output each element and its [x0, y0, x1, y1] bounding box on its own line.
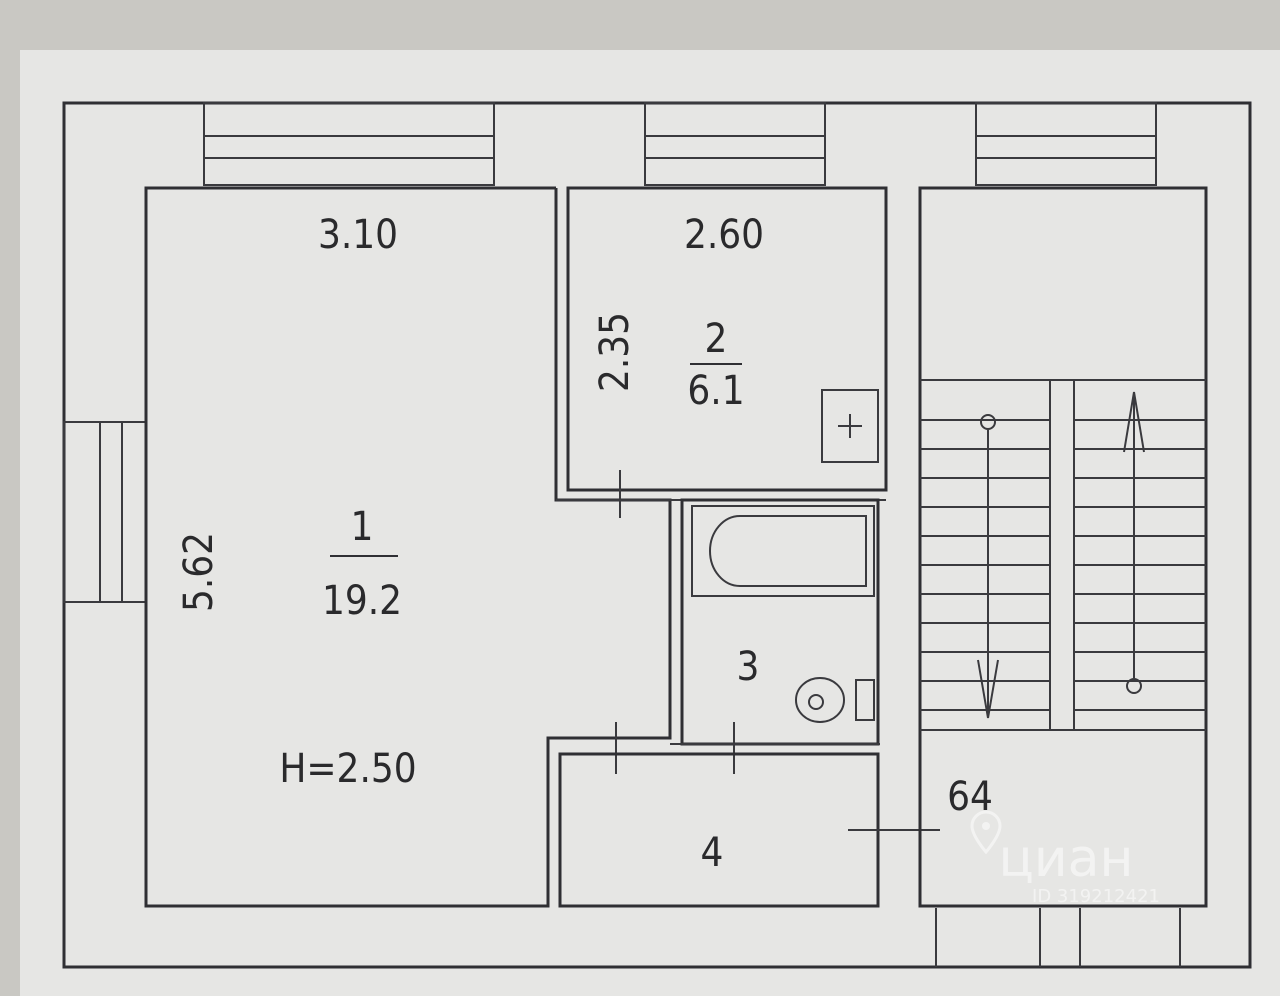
room-2-number: 2	[705, 316, 728, 362]
watermark-brand: циан	[998, 829, 1133, 889]
room-3	[615, 498, 880, 774]
location-pin-icon	[970, 810, 1002, 855]
room-2-width: 2.60	[684, 212, 764, 258]
room-3-number: 3	[737, 644, 760, 690]
ceiling-height: H=2.50	[279, 746, 416, 792]
window-top-left	[203, 102, 495, 186]
room-1-length: 5.62	[176, 532, 222, 612]
window-top-right	[975, 102, 1157, 186]
window-top-middle	[644, 102, 826, 186]
bathtub-icon	[691, 505, 875, 597]
paper-sheet	[20, 50, 1280, 996]
room-1-width: 3.10	[318, 212, 398, 258]
room-1-area: 19.2	[322, 578, 402, 624]
stairwell	[918, 186, 1208, 908]
room-4	[558, 752, 940, 908]
toilet-icon	[795, 677, 875, 723]
stove-icon	[821, 389, 879, 463]
room-4-number: 4	[701, 830, 724, 876]
window-bottom-right	[935, 908, 1181, 967]
room-2-length: 2.35	[592, 312, 638, 392]
stair-arrow-icon	[977, 391, 1145, 719]
room-2-area: 6.1	[687, 368, 744, 414]
watermark: циан ID 319212421	[970, 810, 1160, 907]
room-1-number: 1	[351, 504, 374, 550]
watermark-id: ID 319212421	[1032, 886, 1160, 907]
